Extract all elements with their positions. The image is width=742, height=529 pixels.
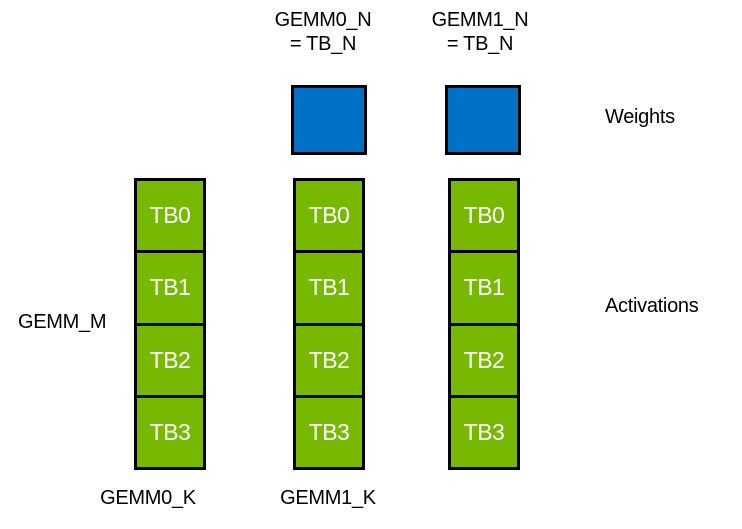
tb-cell: TB0: [296, 181, 362, 251]
gemm1-k-label: GEMM1_K: [280, 487, 376, 509]
gemm1-n-line2: = TB_N: [446, 33, 514, 55]
tb-cell: TB2: [451, 325, 517, 395]
gemm1-n-header: GEMM1_N = TB_N: [400, 8, 560, 56]
tb-cell: TB1: [296, 253, 362, 323]
activations-label: Activations: [605, 295, 699, 317]
tb-cell: TB2: [296, 325, 362, 395]
tb-cell: TB0: [137, 181, 203, 251]
gemm0-k-label: GEMM0_K: [100, 487, 196, 509]
tb-cell: TB3: [451, 397, 517, 467]
gemm0-n-line1: GEMM0_N: [274, 9, 372, 31]
weights-label: Weights: [605, 106, 675, 128]
gemm1-n-line1: GEMM1_N: [431, 9, 529, 31]
weight-tile-gemm1: [445, 85, 521, 155]
weight-tile-gemm0: [291, 85, 367, 155]
gemm0-n-line2: = TB_N: [289, 33, 357, 55]
tb-cell: TB1: [451, 253, 517, 323]
gemm0-n-header: GEMM0_N = TB_N: [243, 8, 403, 56]
tb-cell: TB0: [451, 181, 517, 251]
tb-cell: TB1: [137, 253, 203, 323]
activation-column-2: TB0 TB1 TB2 TB3: [448, 178, 520, 470]
tb-cell: TB3: [137, 397, 203, 467]
activation-column-0: TB0 TB1 TB2 TB3: [134, 178, 206, 470]
tb-cell: TB3: [296, 397, 362, 467]
activation-column-1: TB0 TB1 TB2 TB3: [293, 178, 365, 470]
tb-cell: TB2: [137, 325, 203, 395]
gemm-m-label: GEMM_M: [18, 311, 107, 333]
